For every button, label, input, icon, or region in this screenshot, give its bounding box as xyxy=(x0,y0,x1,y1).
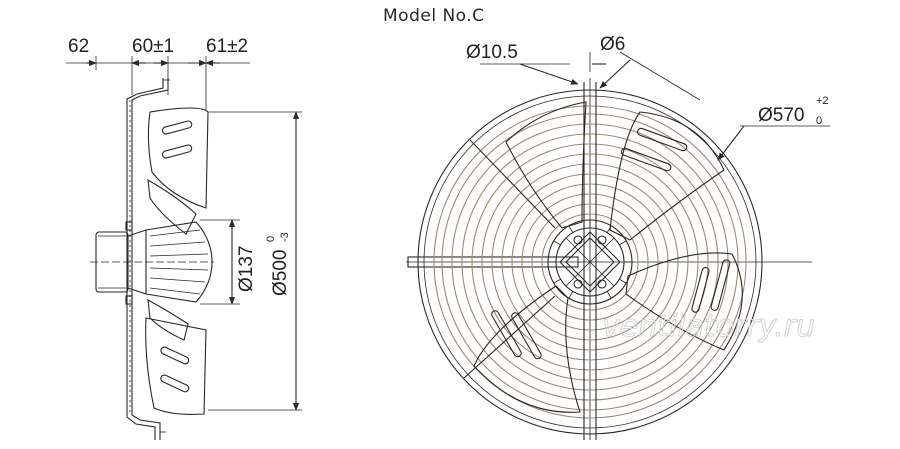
hub-fins xyxy=(548,220,632,304)
dim-6: Ø6 xyxy=(600,34,625,55)
dim-61: 61±2 xyxy=(206,36,248,57)
dim-500: Ø500 xyxy=(270,250,291,296)
dim-137: Ø137 xyxy=(236,246,257,292)
dim-500-tol-lower: -3 xyxy=(279,232,291,242)
watermark: ventilatorry.ru xyxy=(602,309,815,344)
model-title: Model No.C xyxy=(383,6,485,26)
guard-rings xyxy=(433,105,747,419)
dim-570-tol-lower: 0 xyxy=(816,115,822,127)
dim-570-tol-upper: +2 xyxy=(816,95,829,107)
dim-62: 62 xyxy=(68,36,89,57)
dim-10-5: Ø10.5 xyxy=(466,42,518,63)
dim-500-tol-upper: 0 xyxy=(265,236,277,242)
side-view xyxy=(66,56,302,440)
dim-60: 60±1 xyxy=(132,36,174,57)
front-view xyxy=(406,51,830,440)
dim-570: Ø570 xyxy=(758,105,804,126)
